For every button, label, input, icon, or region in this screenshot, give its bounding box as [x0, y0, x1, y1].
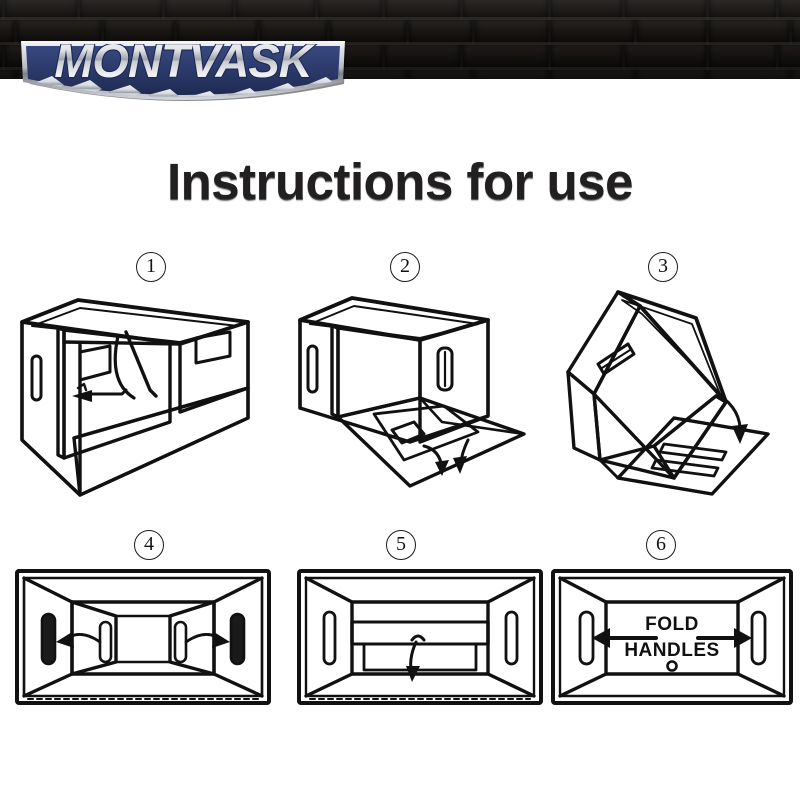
brick: [779, 44, 800, 70]
brand-logo: MONTVASK: [18, 28, 348, 110]
brick: [0, 44, 2, 70]
step-6-illustration: FOLD HANDLES: [551, 569, 793, 705]
brick: [637, 69, 707, 79]
brick: [624, 0, 707, 20]
step-1-illustration: [20, 298, 250, 497]
brick: [409, 19, 472, 45]
brick: [709, 0, 777, 20]
brick: [709, 19, 789, 45]
brick: [474, 19, 548, 45]
brand-wordmark: MONTVASK: [54, 34, 316, 87]
brick: [474, 69, 548, 79]
step-4-number: 4: [134, 530, 164, 560]
brick: [0, 19, 14, 45]
step-2-illustration: [298, 296, 526, 488]
step-4-illustration: [15, 569, 271, 705]
brick: [236, 0, 315, 20]
brick: [550, 44, 622, 70]
brick: [164, 0, 234, 20]
step-5-illustration: [297, 569, 543, 705]
brick: [709, 69, 789, 79]
brick: [550, 69, 634, 79]
brick-row: [0, 19, 800, 45]
brick-mortar-line: [0, 42, 800, 45]
step-2-number: 2: [390, 252, 420, 282]
brick: [329, 69, 407, 79]
brick-mortar-line: [0, 67, 800, 70]
brick: [0, 69, 14, 79]
brick: [637, 19, 707, 45]
brick: [16, 19, 101, 45]
brick: [550, 0, 622, 20]
step-1-number: 1: [136, 252, 166, 282]
brick: [260, 19, 327, 45]
fold-handles-label-line2: HANDLES: [624, 640, 719, 661]
brick: [791, 69, 800, 79]
brick: [462, 0, 548, 20]
brick: [4, 0, 77, 20]
brick: [329, 19, 407, 45]
brick: [79, 0, 162, 20]
step-3-number: 3: [648, 252, 678, 282]
brick-wall-header: [0, 0, 800, 79]
brick: [103, 19, 174, 45]
page-title: Instructions for use: [166, 153, 634, 210]
brick-row: [0, 0, 800, 20]
brick: [177, 19, 258, 45]
brick: [624, 44, 707, 70]
step-3-illustration: [566, 290, 770, 496]
brick: [779, 0, 800, 20]
brick-mortar-line: [0, 17, 800, 20]
brick: [550, 19, 634, 45]
brick: [791, 19, 800, 45]
brick: [0, 0, 2, 20]
brick: [385, 44, 460, 70]
step-5-number: 5: [386, 530, 416, 560]
brick: [709, 44, 777, 70]
brick: [317, 0, 383, 20]
step-6-number: 6: [646, 530, 676, 560]
fold-handles-label-line1: FOLD: [645, 614, 699, 635]
brick: [385, 0, 460, 20]
brick: [462, 44, 548, 70]
brick: [409, 69, 472, 79]
logo-banner: [26, 46, 340, 95]
